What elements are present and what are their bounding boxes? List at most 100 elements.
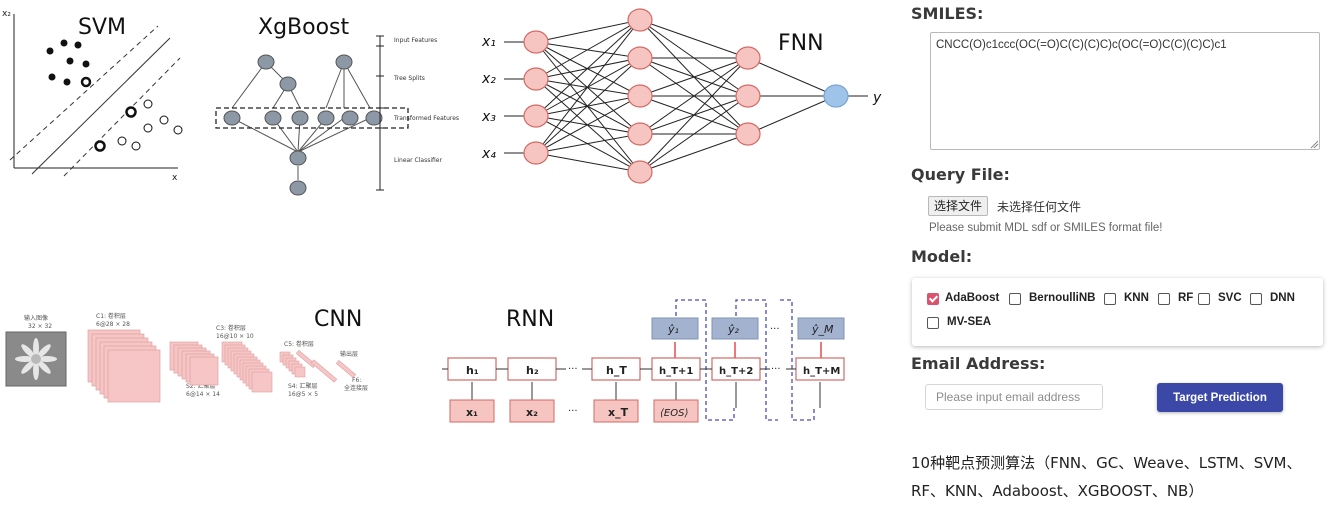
- fnn-edge: [535, 19, 641, 117]
- fnn-input-label-3: x₃: [481, 109, 496, 125]
- fnn-node-hidden2: [735, 122, 761, 146]
- checkbox-dnn[interactable]: [1250, 293, 1262, 305]
- model-label-rf: RF: [1178, 292, 1194, 304]
- model-label-svc: SVC: [1218, 292, 1242, 304]
- fnn-edge: [639, 19, 749, 59]
- fnn-node-output: [823, 84, 849, 108]
- fnn-edge: [639, 133, 749, 173]
- model-label-dnn: DNN: [1270, 292, 1295, 304]
- checkbox-svc[interactable]: [1198, 293, 1210, 305]
- smiles-textarea[interactable]: CNCC(O)c1ccc(OC(=O)C(C)(C)C)c(OC(=O)C(C)…: [930, 32, 1320, 150]
- rnn-output-m: ŷ_M: [811, 323, 834, 336]
- fnn-node-input: [523, 104, 549, 128]
- fnn-input-label-2: x₂: [481, 71, 496, 87]
- checkbox-knn[interactable]: [1104, 293, 1116, 305]
- cnn-s2-size: 6@14 × 14: [186, 391, 220, 398]
- fnn-input-label-1: x₁: [481, 34, 496, 50]
- fnn-node-hidden1: [627, 8, 653, 32]
- rnn-input-t: x_T: [608, 406, 629, 419]
- rnn-output-ellipsis: ···: [770, 324, 780, 335]
- xgboost-transform-box: [215, 107, 409, 129]
- svm-class-b-points: [94, 99, 183, 152]
- cnn-title: CNN: [314, 307, 362, 332]
- fnn-title: FNN: [778, 31, 824, 56]
- fnn-edge: [535, 19, 641, 80]
- xgboost-stage-input: Input Features: [394, 37, 437, 44]
- svm-x-label: x: [172, 173, 178, 183]
- xgboost-stage-transformed: Transformed Features: [393, 115, 459, 122]
- fnn-input-label-4: x₄: [481, 146, 496, 162]
- xgboost-stage-ticks: [376, 35, 384, 191]
- xgboost-title: XgBoost: [258, 15, 350, 40]
- xgboost-stage-splits: Tree Splits: [393, 75, 425, 82]
- rnn-hidden-2: h₂: [526, 364, 539, 377]
- svm-class-a-points: [46, 39, 92, 88]
- rnn-input-eos: ⟨EOS⟩: [660, 408, 688, 419]
- fnn-edge: [639, 57, 749, 173]
- cnn-diagram: CNN 输入图像 32 × 32 C1: 卷积层 6@28 × 28 S2: 汇…: [5, 307, 368, 403]
- cnn-c3-maps: [221, 341, 273, 393]
- cnn-s4-size: 16@5 × 5: [288, 391, 318, 398]
- xgboost-tree-nodes: [223, 54, 383, 196]
- cnn-s2-label: S2: 汇聚层: [186, 382, 216, 390]
- xgboost-diagram: XgBoost Input Features Tree Splits Trans…: [215, 15, 459, 196]
- checkbox-mv-sea[interactable]: [927, 317, 939, 329]
- model-options-panel: AdaBoost BernoulliNB KNN RF SVC DNN MV-S…: [912, 278, 1323, 346]
- cnn-c5-label: C5: 卷积层: [284, 340, 314, 348]
- fnn-node-hidden1: [627, 160, 653, 184]
- rnn-output-1: ŷ₁: [667, 323, 679, 336]
- rnn-output-arrows: [674, 342, 822, 358]
- checkbox-bernoullinb[interactable]: [1009, 293, 1021, 305]
- fnn-diagram: FNN x₁ x₂ x₃ x₄ y: [481, 8, 882, 184]
- file-format-hint: Please submit MDL sdf or SMILES format f…: [929, 222, 1163, 234]
- fnn-node-hidden2: [735, 84, 761, 108]
- rnn-hidden-t2: h_T+2: [719, 366, 753, 377]
- fnn-node-input: [523, 67, 549, 91]
- rnn-hidden-ellipsis-2: ···: [771, 364, 781, 375]
- fnn-edge: [747, 95, 837, 135]
- choose-file-button[interactable]: 选择文件: [928, 196, 989, 216]
- rnn-output-2: ŷ₂: [727, 323, 740, 336]
- xgboost-tree-edges: [231, 61, 371, 180]
- smiles-label: SMILES:: [911, 4, 984, 23]
- cnn-input-size: 32 × 32: [28, 323, 52, 330]
- model-label: Model:: [911, 247, 973, 266]
- file-status-text: 未选择任何文件: [997, 200, 1082, 214]
- svm-y-label: x₂: [2, 9, 11, 19]
- rnn-hidden-ellipsis-1: ···: [568, 364, 578, 375]
- cnn-s4-label: S4: 汇聚层: [288, 382, 318, 390]
- algorithm-footnote: 10种靶点预测算法（FNN、GC、Weave、LSTM、SVM、RF、KNN、A…: [911, 454, 1302, 500]
- fnn-edge: [639, 95, 749, 173]
- target-prediction-button[interactable]: Target Prediction: [1157, 383, 1283, 412]
- cnn-c1-label: C1: 卷积层: [96, 312, 126, 320]
- email-input[interactable]: [925, 384, 1103, 410]
- cnn-dense-layers: [295, 349, 357, 383]
- email-label: Email Address:: [911, 354, 1046, 373]
- cnn-f6-desc: 全连接层: [344, 384, 368, 392]
- rnn-hidden-1: h₁: [466, 364, 479, 377]
- rnn-input-nodes: [449, 399, 699, 423]
- rnn-feedback-loops: [675, 299, 815, 421]
- fnn-edge: [639, 57, 749, 135]
- checkbox-adaboost[interactable]: [927, 293, 939, 305]
- fnn-node-input: [523, 141, 549, 165]
- rnn-hidden-t: h_T: [606, 364, 627, 377]
- fnn-node-hidden1: [627, 46, 653, 70]
- rnn-hidden-nodes: [447, 357, 845, 381]
- daisy-flower-icon: [15, 338, 57, 380]
- cnn-output-label: 输出层: [340, 350, 358, 358]
- model-label-knn: KNN: [1124, 292, 1149, 304]
- svm-diagram: SVM x₂ x: [2, 9, 183, 183]
- cnn-c1-size: 6@28 × 28: [96, 321, 130, 328]
- checkbox-rf[interactable]: [1158, 293, 1170, 305]
- rnn-output-nodes: [651, 317, 845, 340]
- cnn-s4-maps: [279, 351, 306, 378]
- cnn-f6-label: F6:: [352, 377, 361, 384]
- fnn-edge: [535, 57, 641, 154]
- fnn-edge: [535, 95, 641, 154]
- svm-title: SVM: [78, 15, 126, 40]
- resize-grip-icon[interactable]: [1310, 140, 1319, 149]
- fnn-node-hidden1: [627, 84, 653, 108]
- rnn-input-1: x₁: [466, 406, 478, 419]
- cnn-c1-maps: [87, 329, 161, 403]
